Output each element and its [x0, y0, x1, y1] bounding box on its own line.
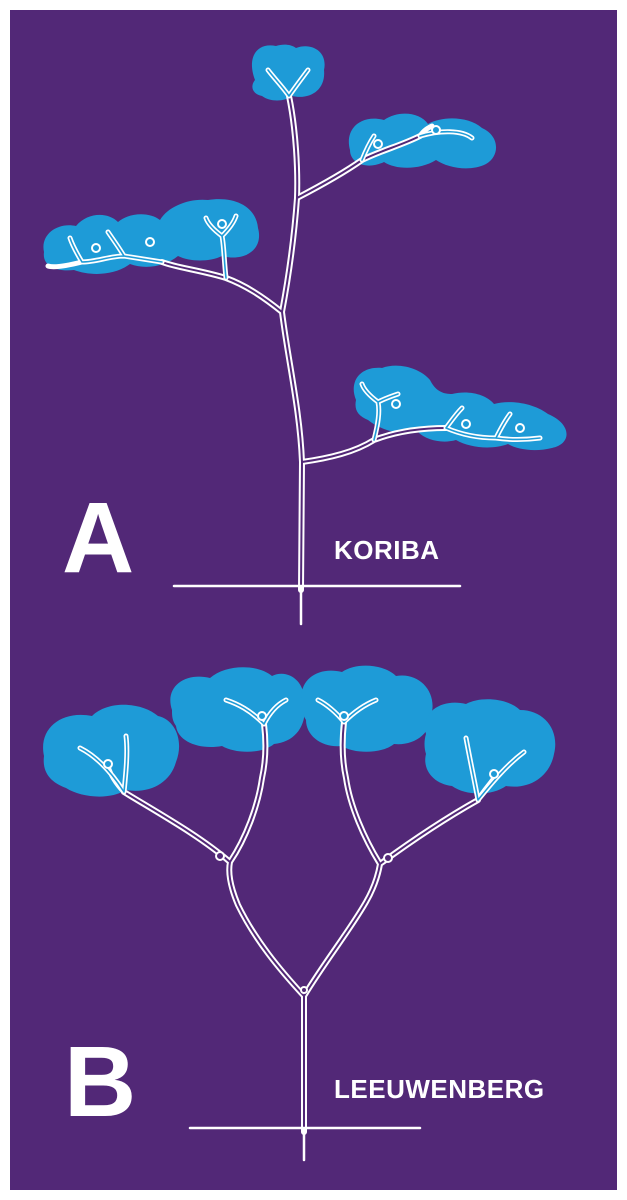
bud [216, 852, 224, 860]
foliage-cloud-center-right [301, 666, 432, 752]
bud [462, 420, 470, 428]
bud [92, 244, 100, 252]
bud [432, 126, 440, 134]
bud [104, 760, 112, 768]
model-name-koriba: KORIBA [334, 537, 440, 563]
bud [490, 770, 498, 778]
bud [218, 220, 226, 228]
foliage-cloud-center-left [170, 667, 304, 752]
bud [146, 238, 154, 246]
leeuwenberg-axes [124, 722, 478, 1132]
foliage-cloud-right [425, 699, 556, 793]
bud [384, 854, 392, 862]
bud [392, 400, 400, 408]
foliage-cloud-left [43, 705, 179, 797]
panel-label-b: B [64, 1032, 136, 1132]
leeuwenberg-foliage [43, 666, 555, 797]
koriba-axes [162, 96, 446, 590]
bud [516, 424, 524, 432]
bud [258, 712, 266, 720]
bud [374, 140, 382, 148]
bud [301, 987, 307, 993]
panel-label-a: A [62, 488, 134, 588]
koriba-foliage [43, 45, 566, 450]
koriba-roots [174, 586, 460, 624]
bud [340, 712, 348, 720]
leeuwenberg-roots [190, 1128, 420, 1160]
model-name-leeuwenberg: LEEUWENBERG [334, 1076, 545, 1102]
